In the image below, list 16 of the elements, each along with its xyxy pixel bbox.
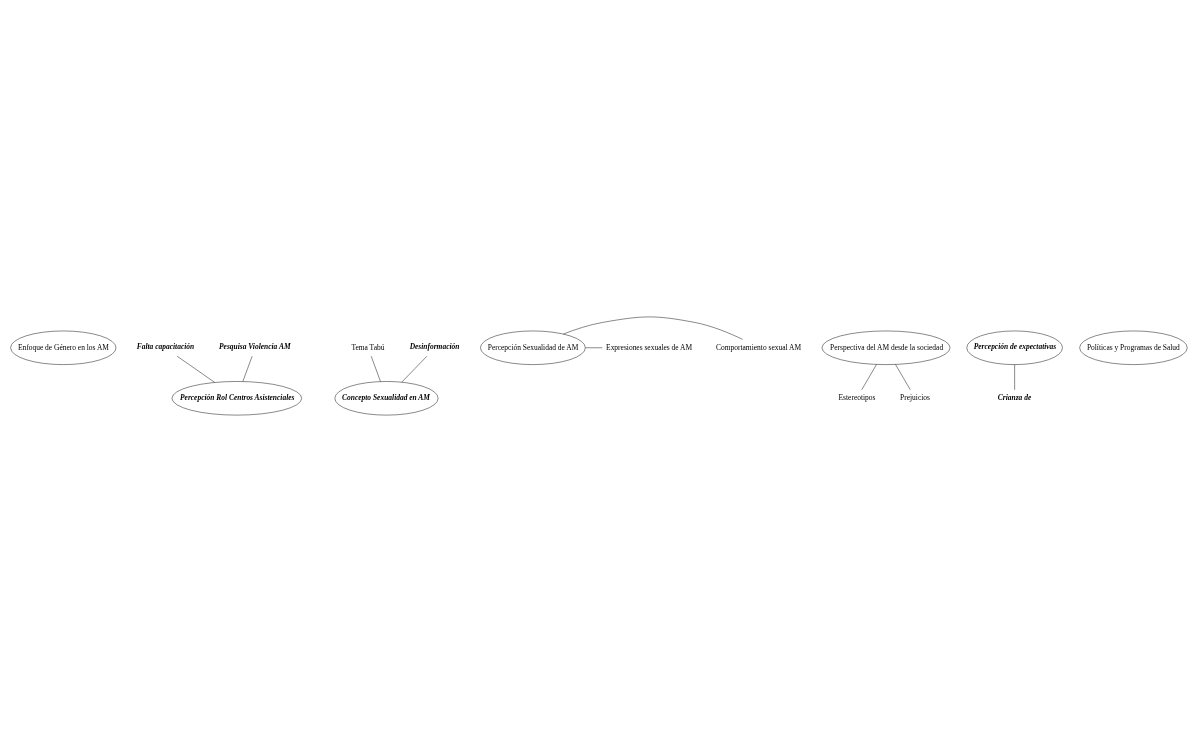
node-ellipse: Enfoque de Género en los AM	[10, 330, 117, 365]
node-ellipse: Percepción Sexualidad de AM	[480, 330, 586, 365]
node-text: Desinformación	[409, 341, 460, 351]
node-ellipse: Políticas y Programas de Salud	[1079, 330, 1188, 365]
node-ellipse: Percepción de expectativas	[966, 330, 1063, 365]
node-text: Crianza de	[997, 392, 1032, 402]
node-text: Estereotipos	[838, 392, 876, 402]
node-ellipse: Concepto Sexualidad en AM	[334, 380, 439, 415]
node-text: Expresiones sexuales de AM	[606, 342, 693, 352]
node-text: Pesquisa Violencia AM	[219, 341, 291, 351]
node-ellipse: Perspectiva del AM desde la sociedad	[821, 330, 951, 365]
node-text: Comportamiento sexual AM	[716, 342, 802, 352]
node-ellipse: Percepción Rol Centros Asistenciales	[171, 380, 302, 415]
node-text: Falta capacitación	[136, 341, 195, 351]
node-text: Tema Tabú	[351, 342, 385, 352]
node-text: Prejuicios	[900, 392, 930, 402]
